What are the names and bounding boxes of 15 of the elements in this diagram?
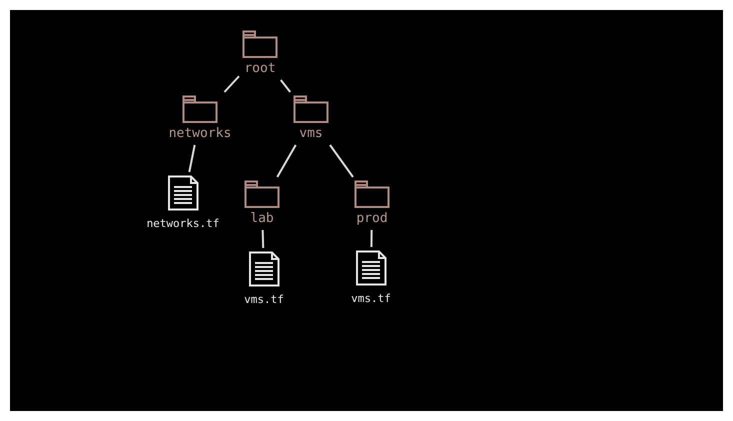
- connector-line: [370, 230, 373, 248]
- file-name: networks.tf: [146, 216, 220, 232]
- connector-line: [224, 76, 240, 93]
- folder-name: root: [244, 61, 276, 77]
- folder-name: lab: [250, 211, 274, 227]
- connector-line: [329, 144, 354, 178]
- folder-name: prod: [356, 211, 388, 227]
- connector-line: [276, 144, 297, 178]
- connector-line: [262, 230, 264, 248]
- folder-name: vms: [299, 126, 323, 142]
- file-name: vms.tf: [244, 292, 284, 308]
- connector-line: [188, 144, 196, 172]
- file-name: vms.tf: [351, 291, 391, 307]
- folder-name: networks: [168, 126, 232, 142]
- connector-line: [280, 79, 291, 93]
